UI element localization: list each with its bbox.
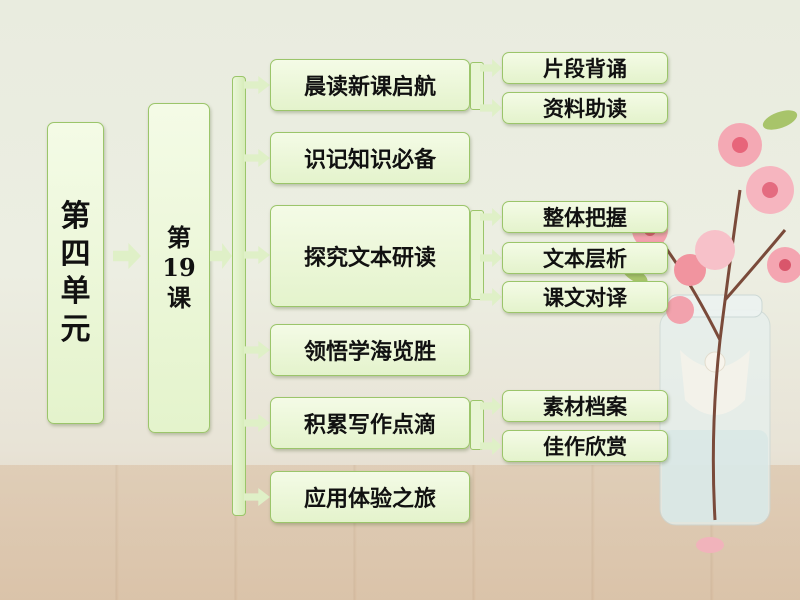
subsection-label: 整体把握 (543, 205, 627, 230)
subsection-label: 佳作欣赏 (543, 434, 627, 459)
subsection-box[interactable]: 片段背诵 (502, 52, 668, 84)
section-box[interactable]: 探究文本研读 (270, 205, 470, 307)
subsection-box[interactable]: 文本层析 (502, 242, 668, 274)
subsection-label: 课文对译 (543, 285, 627, 310)
section-box[interactable]: 晨读新课启航 (270, 59, 470, 111)
subsection-label: 片段背诵 (543, 56, 627, 81)
section-box[interactable]: 应用体验之旅 (270, 471, 470, 523)
arrow-icon (113, 243, 141, 269)
unit-char: 单 (60, 274, 91, 309)
section-label: 应用体验之旅 (303, 486, 436, 512)
lesson-box[interactable]: 第 19 课 (148, 103, 210, 433)
arrow-icon (210, 243, 232, 269)
arrow-icon (244, 246, 270, 264)
connector-bar (232, 76, 246, 516)
connector-bracket (470, 400, 484, 450)
subsection-label: 文本层析 (543, 246, 627, 271)
subsection-box[interactable]: 素材档案 (502, 390, 668, 422)
lesson-line: 19 (162, 253, 196, 282)
unit-box[interactable]: 第 四 单 元 (47, 122, 104, 424)
subsection-box[interactable]: 佳作欣赏 (502, 430, 668, 462)
connector-bracket (470, 62, 484, 110)
lesson-line: 课 (167, 283, 191, 312)
arrow-icon (244, 414, 270, 432)
section-label: 识记知识必备 (303, 147, 436, 173)
subsection-box[interactable]: 资料助读 (502, 92, 668, 124)
lesson-line: 第 (167, 223, 191, 252)
section-box[interactable]: 领悟学海览胜 (270, 324, 470, 376)
subsection-box[interactable]: 整体把握 (502, 201, 668, 233)
section-label: 领悟学海览胜 (303, 339, 436, 365)
section-label: 探究文本研读 (303, 245, 436, 271)
unit-char: 四 (60, 236, 91, 272)
subsection-label: 资料助读 (543, 96, 627, 121)
unit-char: 第 (60, 199, 91, 234)
section-label: 积累写作点滴 (303, 412, 436, 438)
unit-char: 元 (60, 311, 91, 347)
arrow-icon (244, 76, 270, 94)
section-box[interactable]: 识记知识必备 (270, 132, 470, 184)
flower-vase-illustration (622, 110, 800, 553)
section-label: 晨读新课启航 (303, 74, 436, 100)
subsection-label: 素材档案 (543, 394, 627, 419)
arrow-icon (244, 341, 270, 359)
arrow-icon (244, 149, 270, 167)
section-box[interactable]: 积累写作点滴 (270, 397, 470, 449)
blossoms (632, 123, 800, 553)
subsection-box[interactable]: 课文对译 (502, 281, 668, 313)
